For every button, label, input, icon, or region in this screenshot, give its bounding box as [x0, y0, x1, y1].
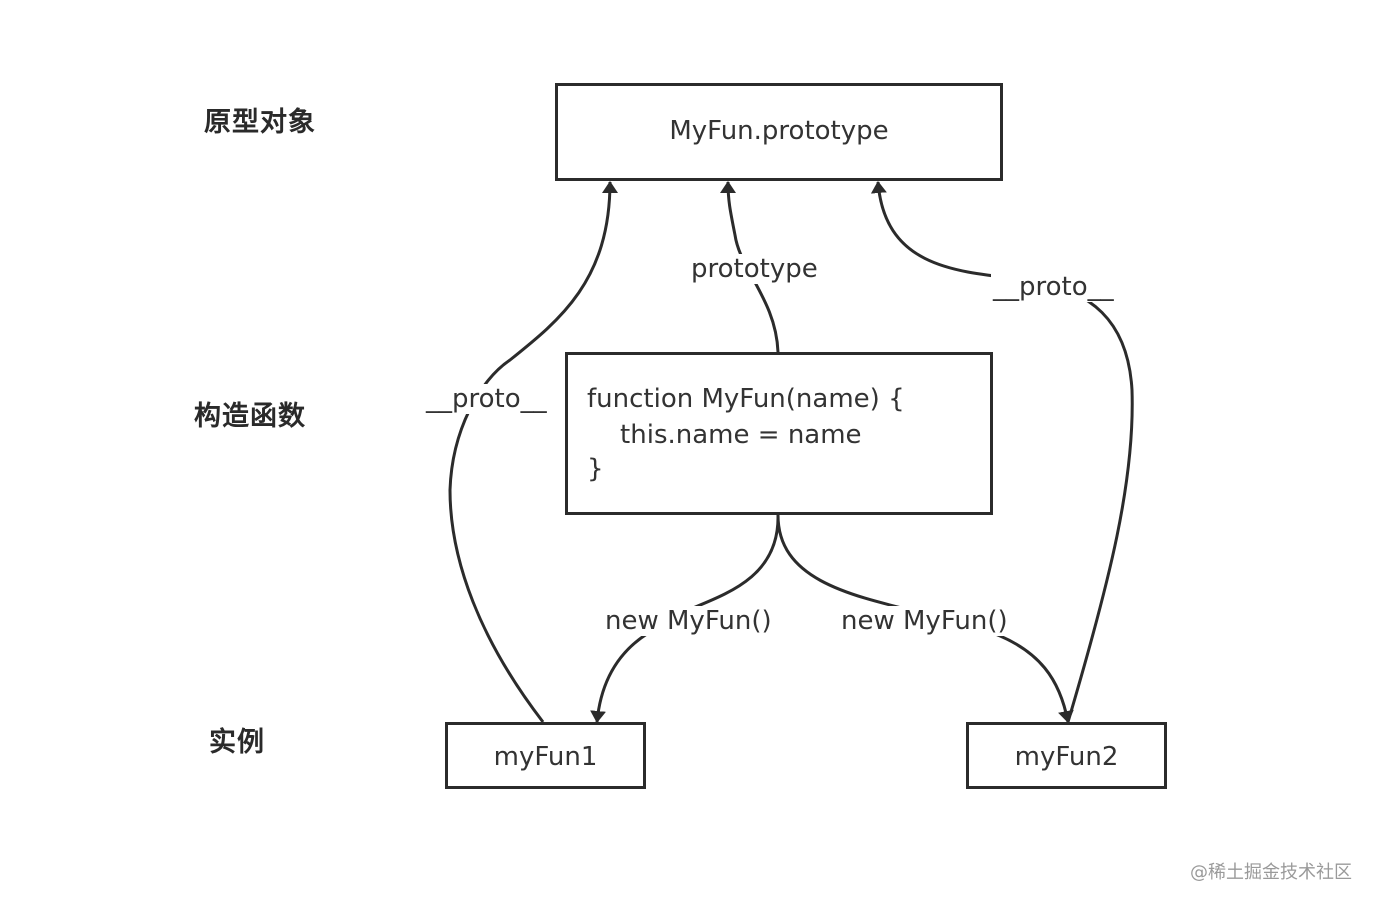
edge-proto-right-path [870, 181, 1134, 723]
edge-prototype-path [720, 181, 780, 353]
instance-node-myfun1-label: myFun1 [493, 742, 598, 772]
constructor-code-line-3: } [587, 454, 604, 484]
row-label-instance: 实例 [209, 727, 265, 758]
constructor-code-line-1: function MyFun(name) { [587, 384, 905, 414]
watermark: @稀土掘金技术社区 [1190, 862, 1352, 883]
prototype-node: MyFun.prototype [555, 83, 1003, 181]
edge-label-new-right: new MyFun() [839, 606, 1010, 636]
instance-node-myfun2-label: myFun2 [1014, 742, 1119, 772]
prototype-node-label: MyFun.prototype [669, 116, 889, 146]
instance-node-myfun2: myFun2 [966, 722, 1167, 789]
constructor-code-line-2: this.name = name [587, 420, 862, 450]
edge-label-new-left: new MyFun() [603, 606, 774, 636]
edge-label-proto-left: __proto__ [424, 384, 549, 414]
edge-proto-left-path [448, 181, 618, 723]
edge-label-proto-right: __proto__ [991, 272, 1116, 302]
constructor-node: function MyFun(name) { this.name = name … [565, 352, 993, 515]
instance-node-myfun1: myFun1 [445, 722, 646, 789]
edge-label-prototype: prototype [689, 254, 820, 284]
row-label-constructor: 构造函数 [194, 401, 306, 432]
row-label-prototype-object: 原型对象 [204, 107, 316, 138]
